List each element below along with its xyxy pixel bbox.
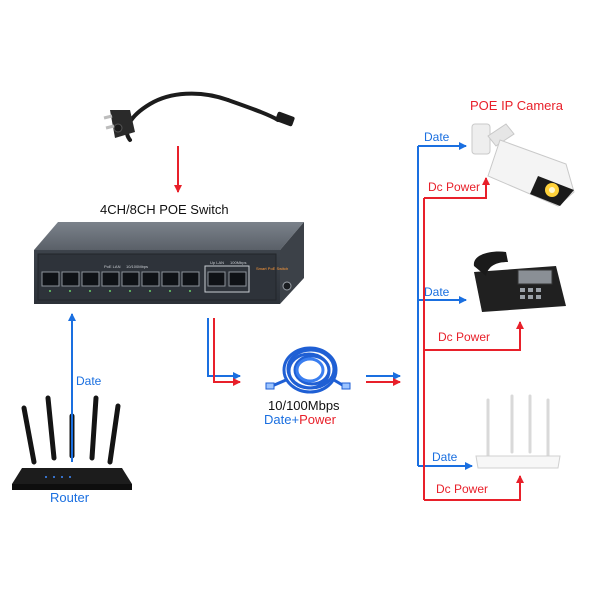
phone-data-label: Date: [424, 285, 450, 299]
camera-data-label: Date: [424, 130, 450, 144]
ap-power-label: Dc Power: [436, 482, 489, 496]
distribution-bus: [417, 142, 524, 501]
cable-signal-power: Power: [299, 412, 336, 427]
network-cable-icon: [265, 346, 351, 394]
desk-phone-icon: [473, 251, 566, 312]
wireless-ap-icon: [475, 394, 561, 469]
switch-port-group-3: Up LAN: [210, 260, 225, 265]
cable-signal-data: Date: [264, 412, 292, 427]
cable-to-devices-link: [366, 372, 401, 386]
phone-power-label: Dc Power: [438, 330, 491, 344]
cable-signal-label: Date+Power: [264, 412, 336, 427]
switch-port-group-2: 10/100Mbps: [126, 264, 149, 269]
router-label: Router: [50, 490, 90, 505]
switch-title: 4CH/8CH POE Switch: [100, 202, 229, 217]
switch-port-group-4: 100Mbps: [230, 260, 247, 265]
switch-to-cable-link: [207, 318, 241, 386]
cable-signal-join: +: [291, 412, 300, 427]
camera-power-label: Dc Power: [428, 180, 481, 194]
ip-camera-icon: [471, 123, 575, 207]
switch-port-group-1: PoE LAN: [104, 264, 121, 269]
power-cord-icon: [103, 91, 295, 142]
ap-data-label: Date: [432, 450, 458, 464]
poe-switch-icon: [34, 222, 304, 304]
router-icon: [12, 395, 132, 490]
router-link-label: Date: [76, 374, 102, 388]
cable-speed-label: 10/100Mbps: [268, 398, 340, 413]
camera-title: POE IP Camera: [470, 98, 563, 113]
switch-badge: Smart PoE Switch: [256, 266, 289, 271]
